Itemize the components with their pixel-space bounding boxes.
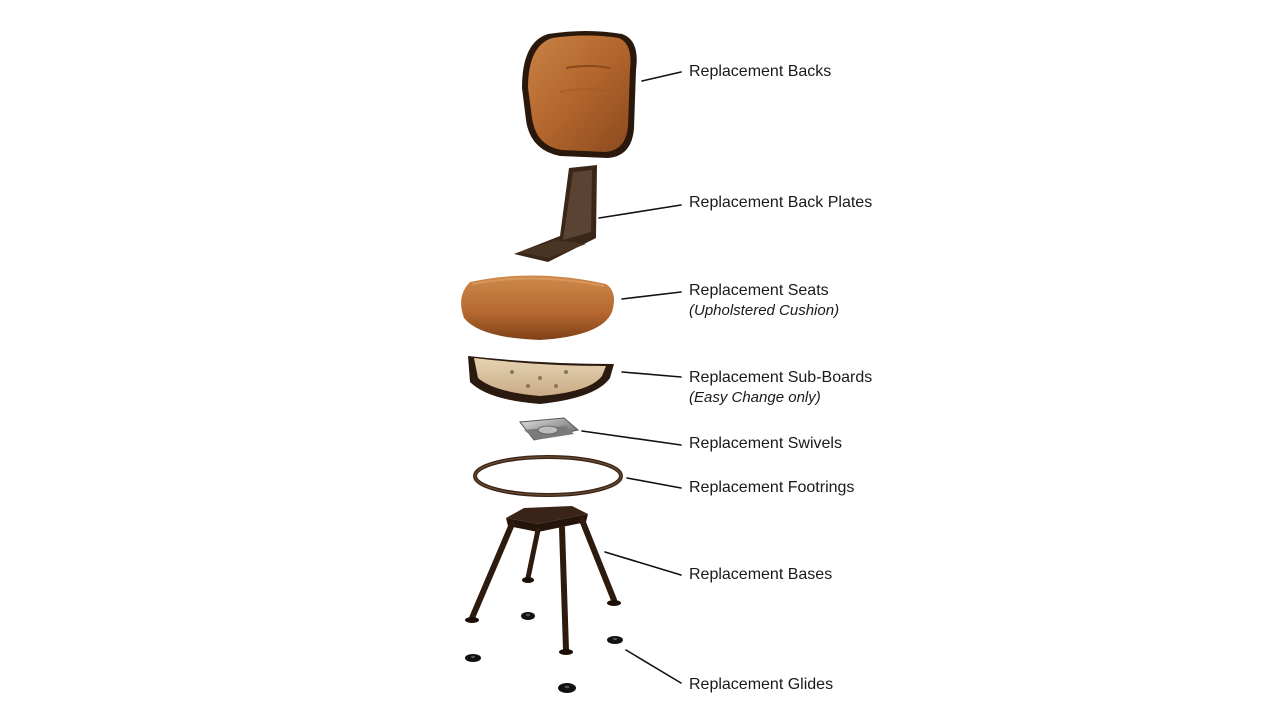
replacement-seat-illustration [461, 275, 614, 340]
label-note: (Easy Change only) [689, 389, 821, 406]
label-text: Replacement Sub-Boards [689, 369, 873, 386]
label-replacement-bases[interactable]: Replacement Bases [689, 565, 832, 585]
leader-line-sub-boards [621, 371, 682, 378]
label-text: Replacement Bases [689, 566, 833, 583]
replacement-base-illustration [465, 506, 621, 655]
label-text: Replacement Footrings [689, 479, 855, 496]
label-replacement-back-plates[interactable]: Replacement Back Plates [689, 193, 872, 213]
label-replacement-footrings[interactable]: Replacement Footrings [689, 478, 854, 498]
label-text: Replacement Glides [689, 676, 834, 693]
leader-line-seats [621, 291, 682, 300]
leader-line-glides [625, 649, 682, 684]
replacement-sub-board-illustration [468, 356, 614, 404]
leader-lines [581, 71, 682, 684]
label-replacement-swivels[interactable]: Replacement Swivels [689, 434, 842, 454]
label-text: Replacement Backs [689, 63, 832, 80]
label-note: (Upholstered Cushion) [689, 302, 840, 319]
replacement-footring-illustration [473, 455, 623, 497]
leader-line-bases [604, 551, 682, 576]
replacement-back-plate-illustration [514, 165, 597, 262]
replacement-swivel-illustration [519, 417, 580, 441]
leader-line-swivels [581, 430, 682, 446]
leader-line-footrings [626, 477, 682, 489]
leader-line-backs [641, 71, 682, 82]
replacement-glides-illustration [465, 612, 623, 693]
replacement-back-illustration [522, 31, 637, 158]
label-text: Replacement Swivels [689, 435, 842, 452]
label-text: Replacement Seats [689, 282, 829, 299]
label-text: Replacement Back Plates [689, 194, 873, 211]
label-replacement-glides[interactable]: Replacement Glides [689, 675, 833, 695]
label-replacement-sub-boards[interactable]: Replacement Sub-Boards (Easy Change only… [689, 368, 872, 408]
leader-line-back-plates [598, 204, 682, 219]
label-replacement-backs[interactable]: Replacement Backs [689, 62, 831, 82]
label-replacement-seats[interactable]: Replacement Seats (Upholstered Cushion) [689, 281, 839, 321]
